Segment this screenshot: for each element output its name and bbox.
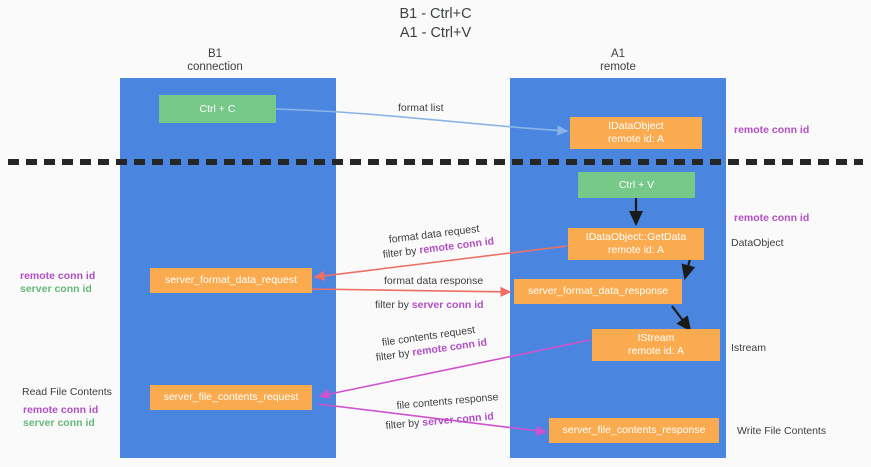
node-server-format-data-request[interactable]: server_format_data_request <box>150 268 312 293</box>
legend-right-istream: Istream <box>731 342 767 354</box>
node-idataobject-subtitle: remote id: A <box>607 133 665 145</box>
node-istream-subtitle: remote id: A <box>627 345 685 357</box>
edge-label-format-data-response: format data response <box>384 275 484 287</box>
node-istream[interactable]: IStream remote id: A <box>592 329 720 361</box>
column-header-b1: B1 connection <box>150 48 280 74</box>
node-server-format-data-response[interactable]: server_format_data_response <box>514 279 682 304</box>
node-server-file-contents-response-label: server_file_contents_response <box>562 424 706 436</box>
edge-label-format-list: format list <box>398 102 444 114</box>
node-ctrl-c-label: Ctrl + C <box>199 102 236 115</box>
filter-prefix: filter by <box>375 299 412 311</box>
column-a1-name: A1 <box>610 48 626 60</box>
legend-left-server-conn-id-mid: server conn id <box>20 283 92 295</box>
node-ctrl-v[interactable]: Ctrl + V <box>578 172 695 198</box>
legend-right-write-file-contents: Write File Contents <box>737 425 827 437</box>
node-server-format-data-response-label: server_format_data_response <box>527 285 669 297</box>
page-title: B1 - Ctrl+C A1 - Ctrl+V <box>0 5 871 43</box>
legend-left-server-conn-id-bottom: server conn id <box>23 417 95 429</box>
filter-prefix: filter by <box>385 416 423 432</box>
title-line-2: A1 - Ctrl+V <box>399 25 472 41</box>
title-line-1: B1 - Ctrl+C <box>399 6 472 22</box>
node-server-format-data-request-label: server_format_data_request <box>165 274 297 286</box>
filter-prefix: filter by <box>382 244 421 261</box>
node-server-file-contents-request-label: server_file_contents_request <box>163 391 299 403</box>
node-server-file-contents-response[interactable]: server_file_contents_response <box>549 418 719 443</box>
legend-right-remote-conn-id-mid: remote conn id <box>734 212 810 224</box>
column-header-a1: A1 remote <box>553 48 683 74</box>
column-b1-name: B1 <box>207 48 223 60</box>
node-getdata-subtitle: remote id: A <box>607 244 665 256</box>
filter-key: server conn id <box>411 299 484 311</box>
legend-left-remote-conn-id-bottom: remote conn id <box>23 404 99 416</box>
legend-left-remote-conn-id-mid: remote conn id <box>20 270 96 282</box>
column-a1-role: remote <box>600 61 636 73</box>
node-idataobject[interactable]: IDataObject remote id: A <box>570 117 702 149</box>
node-idataobject-title: IDataObject <box>608 120 664 132</box>
node-getdata-title: IDataObject::GetData <box>585 231 687 243</box>
legend-left-read-file-contents: Read File Contents <box>22 386 112 398</box>
filter-prefix: filter by <box>375 346 414 364</box>
node-ctrl-c[interactable]: Ctrl + C <box>159 95 276 123</box>
node-ctrl-v-label: Ctrl + V <box>618 178 655 191</box>
node-getdata[interactable]: IDataObject::GetData remote id: A <box>568 228 704 260</box>
edge-label-file-contents-response-filter: filter by server conn id <box>385 410 494 433</box>
node-server-file-contents-request[interactable]: server_file_contents_request <box>150 385 312 410</box>
legend-right-remote-conn-id-top: remote conn id <box>734 124 810 136</box>
legend-right-dataobject: DataObject <box>731 237 784 249</box>
node-istream-title: IStream <box>637 332 675 344</box>
edge-label-format-data-response-filter: filter by server conn id <box>375 298 484 312</box>
column-b1-role: connection <box>187 61 243 73</box>
arrow-format-data-response <box>311 286 512 297</box>
filter-key: server conn id <box>421 410 495 429</box>
